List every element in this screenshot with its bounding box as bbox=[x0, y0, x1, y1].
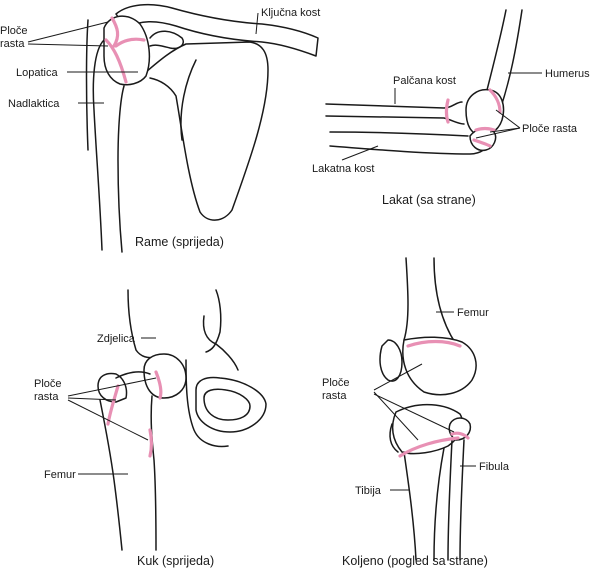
label-femur: Femur bbox=[457, 307, 489, 319]
elbow-growth-plate bbox=[474, 126, 496, 132]
leader-line bbox=[67, 399, 149, 441]
hip-growth-plate bbox=[106, 384, 120, 426]
label-pelvis: Zdjelica bbox=[97, 333, 136, 345]
femur-shaft bbox=[403, 257, 409, 341]
acromion-bone bbox=[149, 30, 184, 50]
leader-line bbox=[495, 109, 521, 129]
caption-shoulder: Rame (sprijeda) bbox=[135, 235, 224, 249]
hip-growth-plate bbox=[148, 428, 154, 458]
label-femur: Femur bbox=[44, 469, 76, 481]
humerus-shaft bbox=[117, 85, 125, 253]
label-growth-plates: Ploče bbox=[34, 378, 62, 390]
label-humerus: Humerus bbox=[545, 68, 590, 80]
leader-line bbox=[341, 145, 379, 161]
caption-knee: Koljeno (pogled sa strane) bbox=[342, 554, 488, 568]
panel-elbow: Palčana kost Humerus Ploče rasta Lakatna… bbox=[312, 9, 590, 207]
elbow-growth-plate bbox=[488, 88, 502, 114]
tibia-shaft bbox=[433, 447, 445, 561]
pelvis-bone bbox=[127, 289, 159, 359]
femur-shaft bbox=[150, 395, 157, 551]
elbow-growth-plate bbox=[472, 138, 492, 148]
tibia-shaft bbox=[403, 451, 417, 561]
shoulder-growth-plate bbox=[110, 16, 120, 48]
humerus-head bbox=[103, 15, 151, 86]
panel-hip: Zdjelica Ploče rasta Femur Kuk (sprijeda… bbox=[34, 289, 267, 568]
shoulder-growth-plate bbox=[104, 38, 128, 84]
humerus-shaft bbox=[85, 19, 89, 151]
hip-growth-plate bbox=[154, 370, 163, 400]
pelvis-bone bbox=[202, 315, 239, 371]
knee-growth-plate bbox=[450, 431, 470, 440]
radius-bone bbox=[325, 101, 463, 109]
label-growth-plates: rasta bbox=[34, 391, 59, 403]
scapula-ridge bbox=[180, 59, 197, 141]
leader-line bbox=[27, 43, 109, 47]
patella bbox=[379, 339, 403, 382]
scapula-bone bbox=[145, 41, 269, 221]
leader-line bbox=[67, 377, 157, 397]
ulna-bone bbox=[329, 137, 493, 155]
leader-line bbox=[255, 12, 259, 35]
greater-trochanter bbox=[97, 372, 128, 403]
fibula-shaft bbox=[459, 439, 465, 561]
femoral-condyle bbox=[402, 336, 477, 396]
label-growth-plates: rasta bbox=[0, 38, 25, 50]
tibia-tuberosity bbox=[389, 423, 399, 453]
femur-shaft bbox=[433, 257, 457, 345]
leader-line bbox=[27, 21, 109, 43]
caption-hip: Kuk (sprijeda) bbox=[137, 554, 214, 568]
panel-shoulder: Ploče rasta Ključna kost Lopatica Nadlak… bbox=[0, 3, 320, 253]
label-fibula: Fibula bbox=[479, 461, 510, 473]
femoral-head bbox=[143, 353, 187, 399]
ulna-bone bbox=[329, 131, 469, 137]
leader-line bbox=[475, 127, 521, 139]
leader-line bbox=[373, 391, 419, 441]
label-growth-plates: rasta bbox=[322, 390, 347, 402]
label-humerus: Nadlaktica bbox=[8, 98, 60, 110]
leader-line bbox=[373, 363, 423, 391]
pelvis-bone bbox=[205, 289, 222, 353]
knee-growth-plate bbox=[398, 436, 460, 458]
label-growth-plates: Ploče bbox=[0, 25, 28, 37]
panel-knee: Femur Ploče rasta Fibula Tibija Koljeno … bbox=[322, 257, 510, 568]
femur-neck bbox=[115, 371, 151, 379]
femur-shaft bbox=[99, 399, 123, 551]
radius-bone bbox=[325, 115, 465, 125]
clavicle-bone bbox=[115, 3, 319, 57]
label-radius: Palčana kost bbox=[393, 75, 456, 87]
leader-line bbox=[67, 397, 117, 401]
label-growth-plates: Ploče rasta bbox=[522, 123, 578, 135]
label-growth-plates: Ploče bbox=[322, 377, 350, 389]
label-tibia: Tibija bbox=[355, 485, 382, 497]
label-scapula: Lopatica bbox=[16, 67, 58, 79]
caption-elbow: Lakat (sa strane) bbox=[382, 193, 476, 207]
shoulder-growth-plate bbox=[114, 37, 146, 48]
elbow-growth-plate bbox=[444, 98, 450, 124]
knee-growth-plate bbox=[406, 339, 462, 348]
fibula-shaft bbox=[447, 439, 453, 561]
label-ulna: Lakatna kost bbox=[312, 163, 374, 175]
humerus-bone bbox=[485, 9, 507, 95]
label-clavicle: Ključna kost bbox=[261, 7, 320, 19]
humerus-shaft bbox=[92, 39, 105, 251]
humerus-condyle bbox=[465, 88, 505, 136]
leader-line bbox=[373, 393, 455, 433]
humerus-bone bbox=[499, 9, 523, 111]
obturator-foramen bbox=[203, 388, 251, 421]
